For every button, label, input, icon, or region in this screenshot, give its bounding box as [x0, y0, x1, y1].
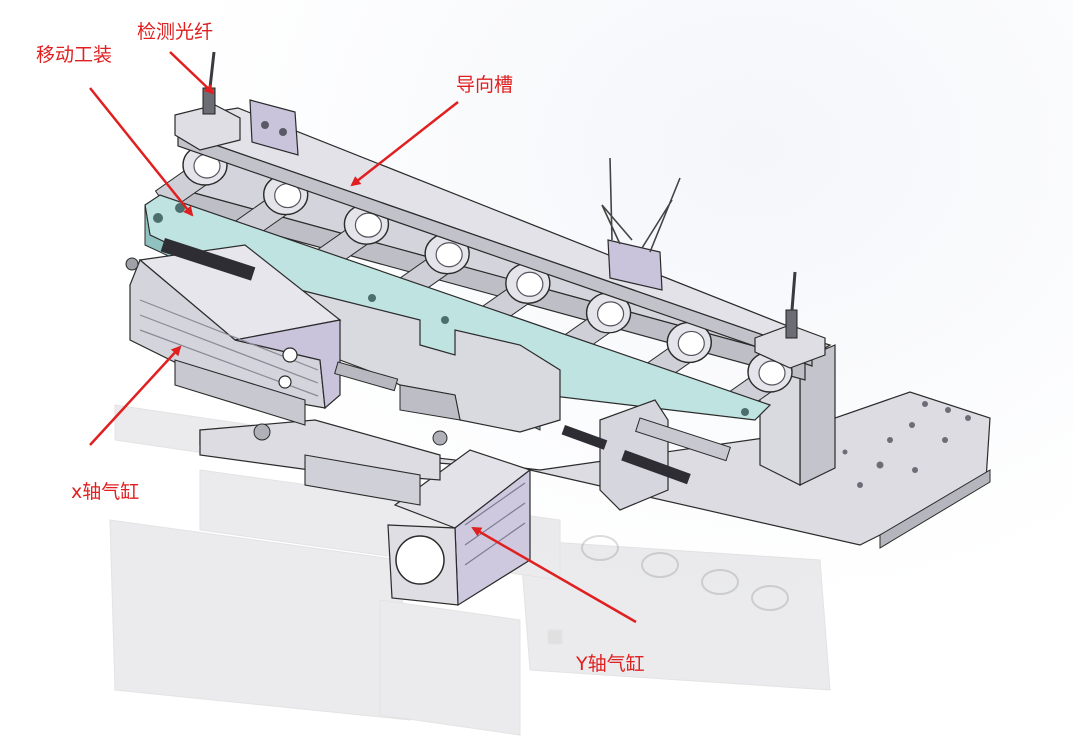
arrow-guide-groove: [350, 101, 459, 187]
y-cylinder-grooves: [464, 482, 526, 566]
label-moving-fixture: 移动工装: [36, 44, 113, 66]
callout-arrows: [89, 51, 637, 624]
roller-bore: [758, 360, 786, 386]
x-cylinder-rod: [334, 361, 399, 392]
right-fiber-probe: [790, 271, 797, 311]
sensor-wires: [601, 157, 681, 253]
label-guide-groove: 导向槽: [456, 74, 514, 96]
arrow-detection-fiber: [169, 51, 215, 95]
roller: [558, 292, 632, 360]
x-cylinder-rail: [160, 238, 256, 281]
left-fiber-probe: [208, 51, 216, 89]
roller-bore: [596, 301, 625, 327]
label-y-cylinder: Y轴气缸: [576, 653, 645, 675]
x-cylinder-port: [282, 347, 298, 363]
fixture-plate-holes: [153, 203, 749, 416]
guide-bar-front: [177, 131, 813, 367]
floor-reflection: [109, 404, 831, 736]
right-cylinder-spring: [621, 450, 691, 485]
sensor-bracket-left: [249, 99, 299, 156]
roller-bore: [435, 242, 463, 268]
roller-bore: [516, 271, 544, 297]
arrow-x-cylinder: [89, 345, 182, 446]
x-cylinder-end-cap: [234, 319, 341, 410]
label-x-cylinder: x轴气缸: [71, 481, 140, 503]
mid-slide-rail: [304, 454, 421, 506]
arrow-moving-fixture: [89, 87, 194, 217]
roller-bore: [354, 212, 383, 238]
right-fiber-body: [785, 309, 798, 339]
base-plate-side: [879, 469, 991, 549]
base-plate-holes: [842, 401, 971, 488]
right-cylinder-rod: [635, 417, 731, 462]
label-detection-fiber: 检测光纤: [137, 21, 214, 43]
center-carriage-step: [399, 384, 461, 421]
reflection-rollers: [581, 535, 789, 611]
arrow-y-cylinder: [471, 526, 637, 624]
roller-bore: [677, 330, 705, 357]
y-cylinder-bore: [395, 535, 445, 585]
